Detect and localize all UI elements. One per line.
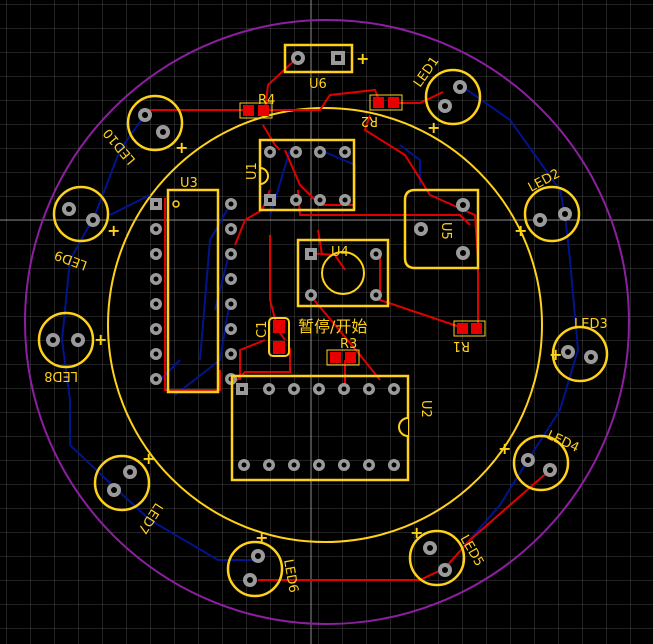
u6-polarity-mark: + bbox=[356, 49, 369, 68]
u5-outline bbox=[403, 188, 480, 270]
led6: + LED6 bbox=[226, 528, 301, 598]
u4-label: U4 bbox=[331, 245, 349, 260]
c1-pad-2 bbox=[273, 341, 285, 354]
led2-polarity-mark: + bbox=[514, 221, 527, 240]
led10-polarity-mark: + bbox=[175, 138, 188, 157]
r1-label: R1 bbox=[453, 338, 470, 353]
r2-pad-1 bbox=[373, 97, 384, 108]
u6-label: U6 bbox=[309, 77, 327, 92]
u1-label: U1 bbox=[245, 162, 260, 180]
r4-resistor: R4 bbox=[239, 93, 275, 119]
r1-pad-2 bbox=[471, 323, 482, 334]
r4-pad-1 bbox=[243, 105, 254, 116]
r2-pad-2 bbox=[388, 97, 399, 108]
r1-pad-1 bbox=[457, 323, 468, 334]
u3-pads-left bbox=[150, 198, 162, 385]
led3-polarity-mark: + bbox=[549, 345, 562, 364]
board-outline bbox=[24, 19, 630, 625]
u2-label: U2 bbox=[418, 400, 433, 418]
led8-polarity-mark: + bbox=[94, 330, 107, 349]
led8-label: LED8 bbox=[44, 368, 78, 383]
u5-potentiometer: U5 bbox=[403, 188, 480, 270]
r3-label: R3 bbox=[340, 337, 357, 352]
u5-label: U5 bbox=[438, 222, 453, 240]
led6-label: LED6 bbox=[280, 558, 301, 594]
led6-polarity-mark: + bbox=[255, 528, 268, 547]
led7-polarity-mark: + bbox=[142, 449, 155, 468]
led4-polarity-mark: + bbox=[498, 439, 511, 458]
r2-label: R2 bbox=[361, 113, 378, 128]
led3-label: LED3 bbox=[574, 317, 608, 332]
u3-outline bbox=[166, 188, 220, 394]
inner-ring-silkscreen bbox=[107, 107, 543, 543]
c1-pad-1 bbox=[273, 320, 285, 333]
u4-push-button: U4 bbox=[296, 238, 390, 308]
r3-pad-2 bbox=[345, 352, 356, 363]
r3-pad-1 bbox=[330, 352, 341, 363]
pause-start-label: 暂停/开始 bbox=[298, 317, 367, 336]
r4-label: R4 bbox=[258, 93, 275, 108]
led9-polarity-mark: + bbox=[107, 221, 120, 240]
r1-resistor: R1 bbox=[453, 320, 486, 353]
u1-ic: U1 bbox=[245, 138, 356, 212]
r2-resistor: R2 bbox=[361, 94, 403, 128]
led3: + LED3 bbox=[549, 317, 609, 383]
u3-label: U3 bbox=[180, 176, 198, 191]
c1-capacitor: C1 bbox=[255, 317, 290, 357]
led8: + LED8 bbox=[37, 311, 107, 383]
u6-outline bbox=[283, 43, 354, 74]
c1-label: C1 bbox=[255, 321, 270, 338]
r3-resistor: R3 bbox=[326, 337, 360, 366]
u4-outline bbox=[296, 238, 390, 308]
u2-ic: U2 bbox=[230, 374, 433, 482]
r4-pad-2 bbox=[258, 105, 269, 116]
u1-outline bbox=[258, 138, 356, 212]
led1-polarity-mark: + bbox=[427, 118, 440, 137]
u3-ic: U3 bbox=[150, 176, 237, 394]
u6-connector: + U6 bbox=[283, 43, 369, 92]
led5-polarity-mark: + bbox=[410, 523, 423, 542]
